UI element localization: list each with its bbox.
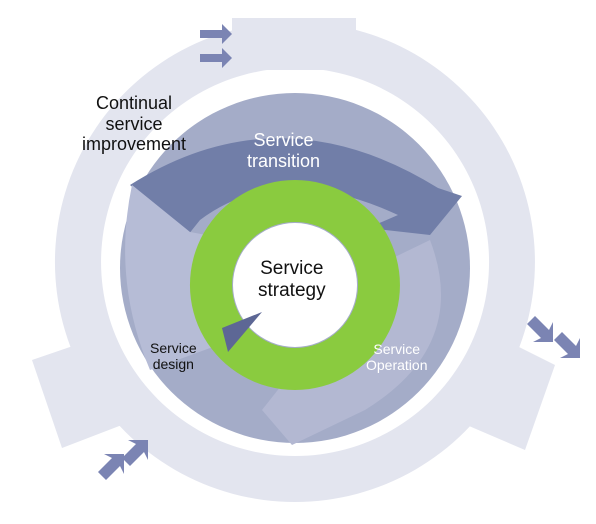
continual-service-improvement-label: Continual service improvement <box>82 93 187 155</box>
service-operation-label: Service Operation <box>366 341 428 374</box>
outer-ring-notch-right <box>455 330 555 450</box>
double-arrow-icon-right <box>527 316 580 358</box>
continual-service-improvement-ring <box>32 18 555 503</box>
double-arrow-icon-left <box>98 440 148 480</box>
service-transition-label: Service transition <box>247 130 321 171</box>
service-strategy-label: Service strategy <box>258 258 326 301</box>
service-strategy-ring <box>189 180 400 391</box>
outer-ring-notch-left <box>32 335 135 448</box>
service-design-label: Service design <box>150 340 197 373</box>
strategy-pointer <box>222 312 262 352</box>
double-arrow-icon-top <box>200 24 232 68</box>
outer-ring-notch-top <box>232 18 356 70</box>
service-strategy-center <box>233 223 357 347</box>
